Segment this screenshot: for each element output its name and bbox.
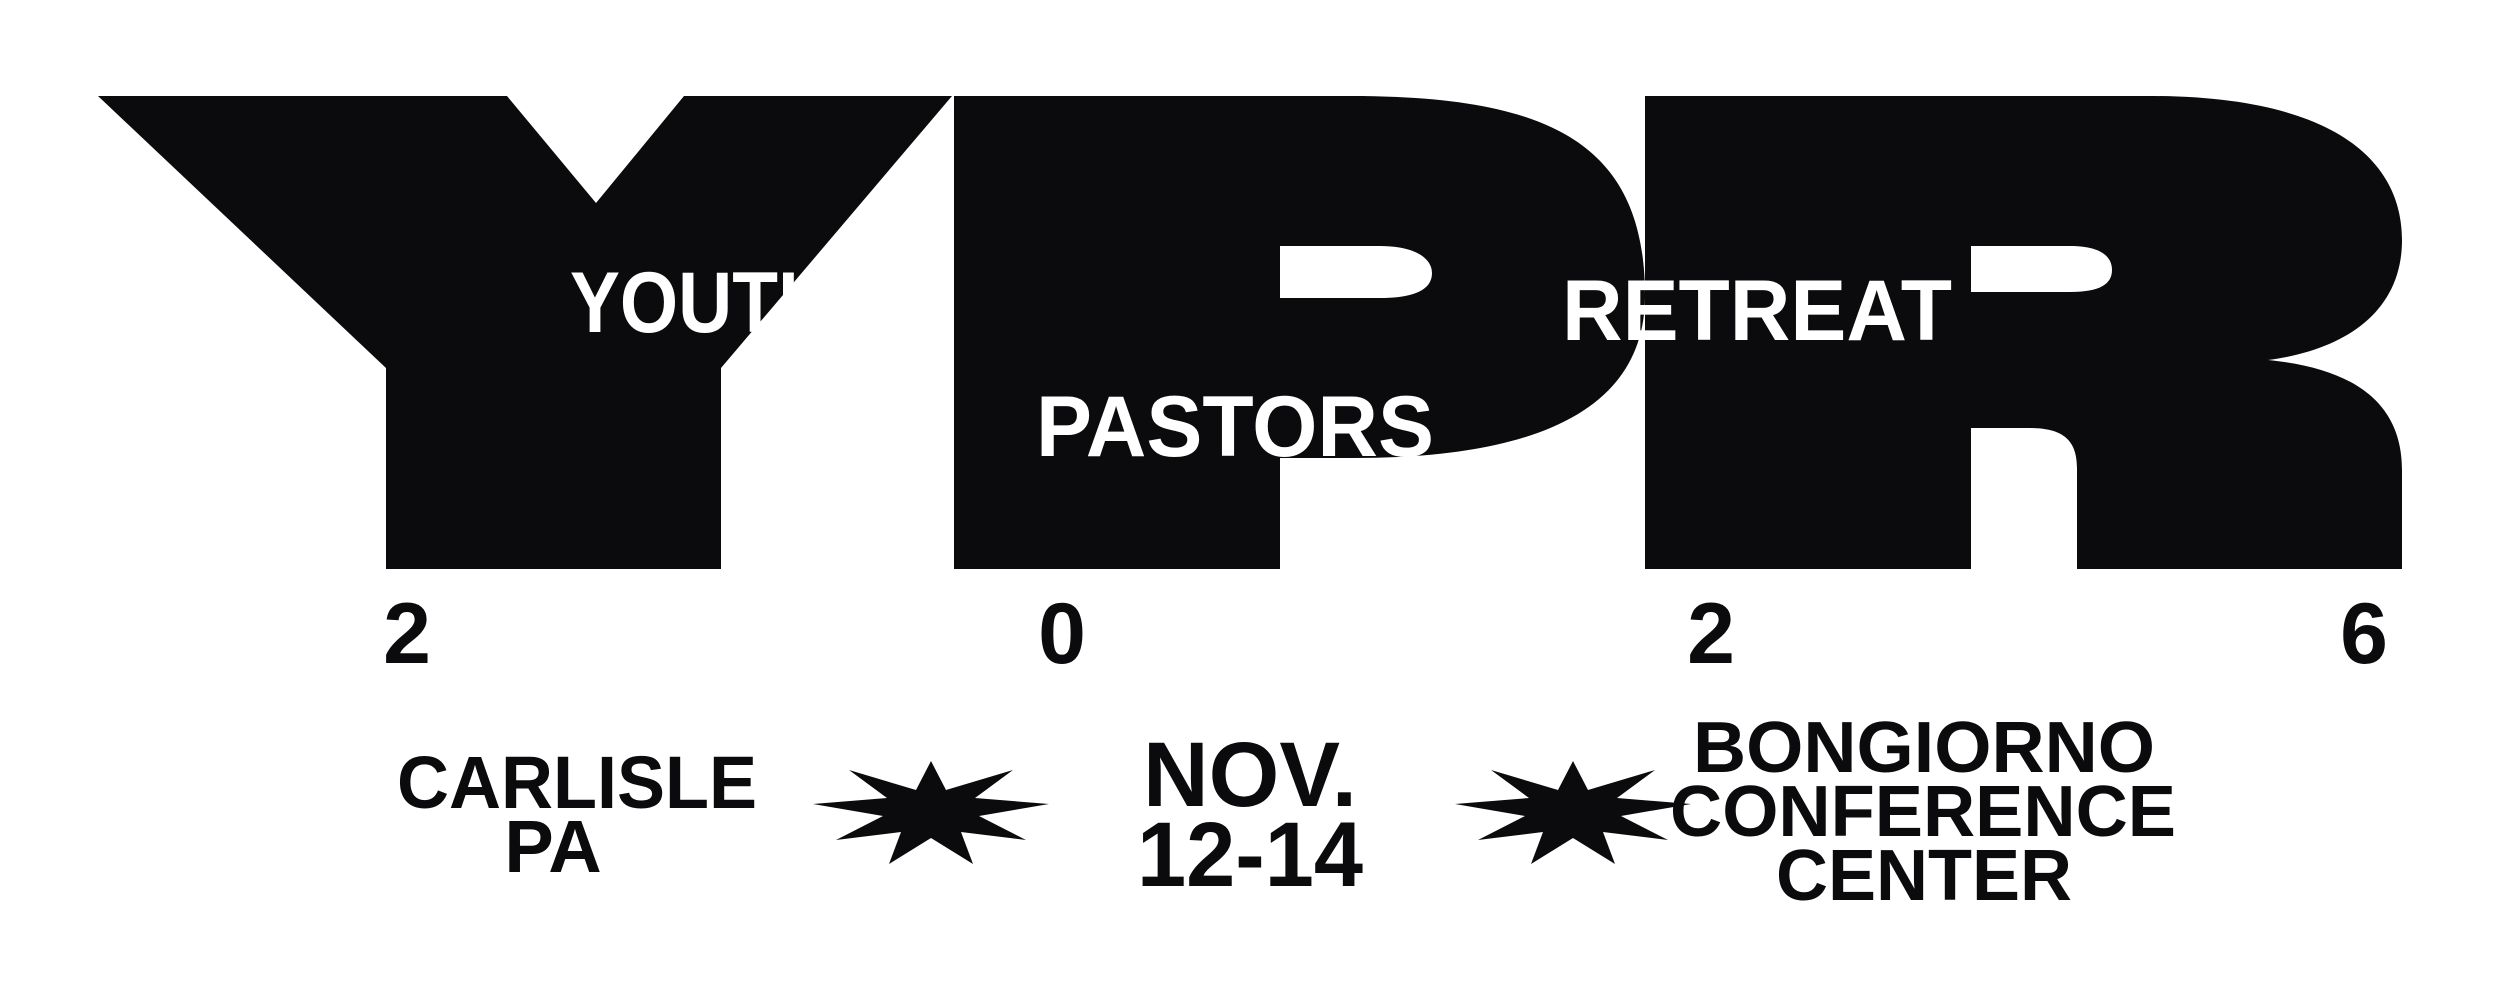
dates-line-1: NOV.	[1143, 724, 1357, 826]
logo-word-pastors: PASTORS	[1036, 379, 1434, 475]
logo-letter-y	[98, 96, 952, 569]
venue-line-3: CENTER	[1776, 836, 2072, 916]
starburst-icon	[1455, 761, 1691, 864]
logo-word-youth: YOUTH	[570, 255, 832, 351]
logo-word-retreat: RETREAT	[1562, 263, 1952, 359]
venue-line-2: CONFERENCE	[1670, 772, 2176, 852]
starburst-icon	[813, 761, 1049, 864]
logo-letter-p	[954, 96, 1645, 569]
logo-letter-r	[1645, 96, 2402, 569]
year-digit-4: 6	[2340, 586, 2388, 682]
year-digit-2: 0	[1038, 586, 1086, 682]
venue-line-1: BONGIORNO	[1693, 708, 2155, 788]
location-line-1: CARLISLE	[397, 741, 757, 824]
year-digit-1: 2	[383, 586, 431, 682]
location-line-2: PA	[504, 805, 601, 888]
year-digit-3: 2	[1687, 586, 1735, 682]
dates-line-2: 12-14	[1137, 804, 1363, 906]
